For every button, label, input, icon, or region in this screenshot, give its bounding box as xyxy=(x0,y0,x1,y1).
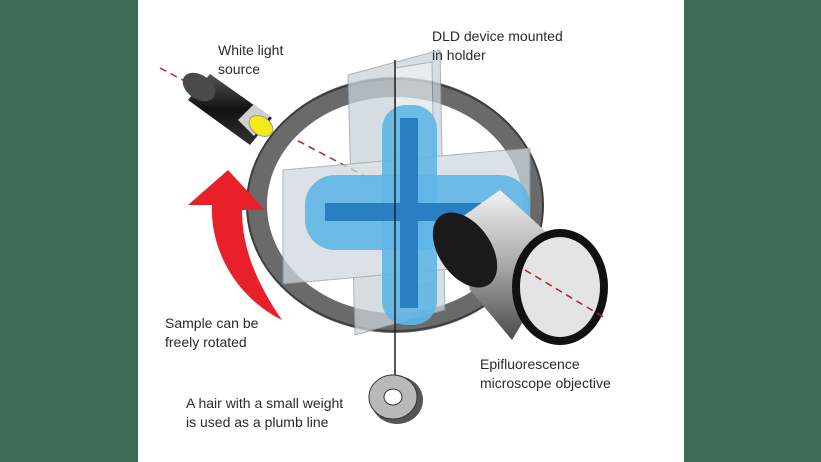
microscope-objective xyxy=(432,190,608,345)
light-source xyxy=(182,72,274,145)
rotation-arrow xyxy=(188,170,282,320)
label-dld-device: DLD device mounted in holder xyxy=(432,28,563,63)
label-rotation: Sample can be freely rotated xyxy=(165,315,259,350)
plumb-weight xyxy=(368,374,423,424)
label-light-source: White light source xyxy=(218,42,284,77)
label-plumb-line: A hair with a small weight is used as a … xyxy=(186,395,344,430)
beam-line-right xyxy=(524,269,606,319)
label-objective: Epifluorescence microscope objective xyxy=(480,356,611,391)
